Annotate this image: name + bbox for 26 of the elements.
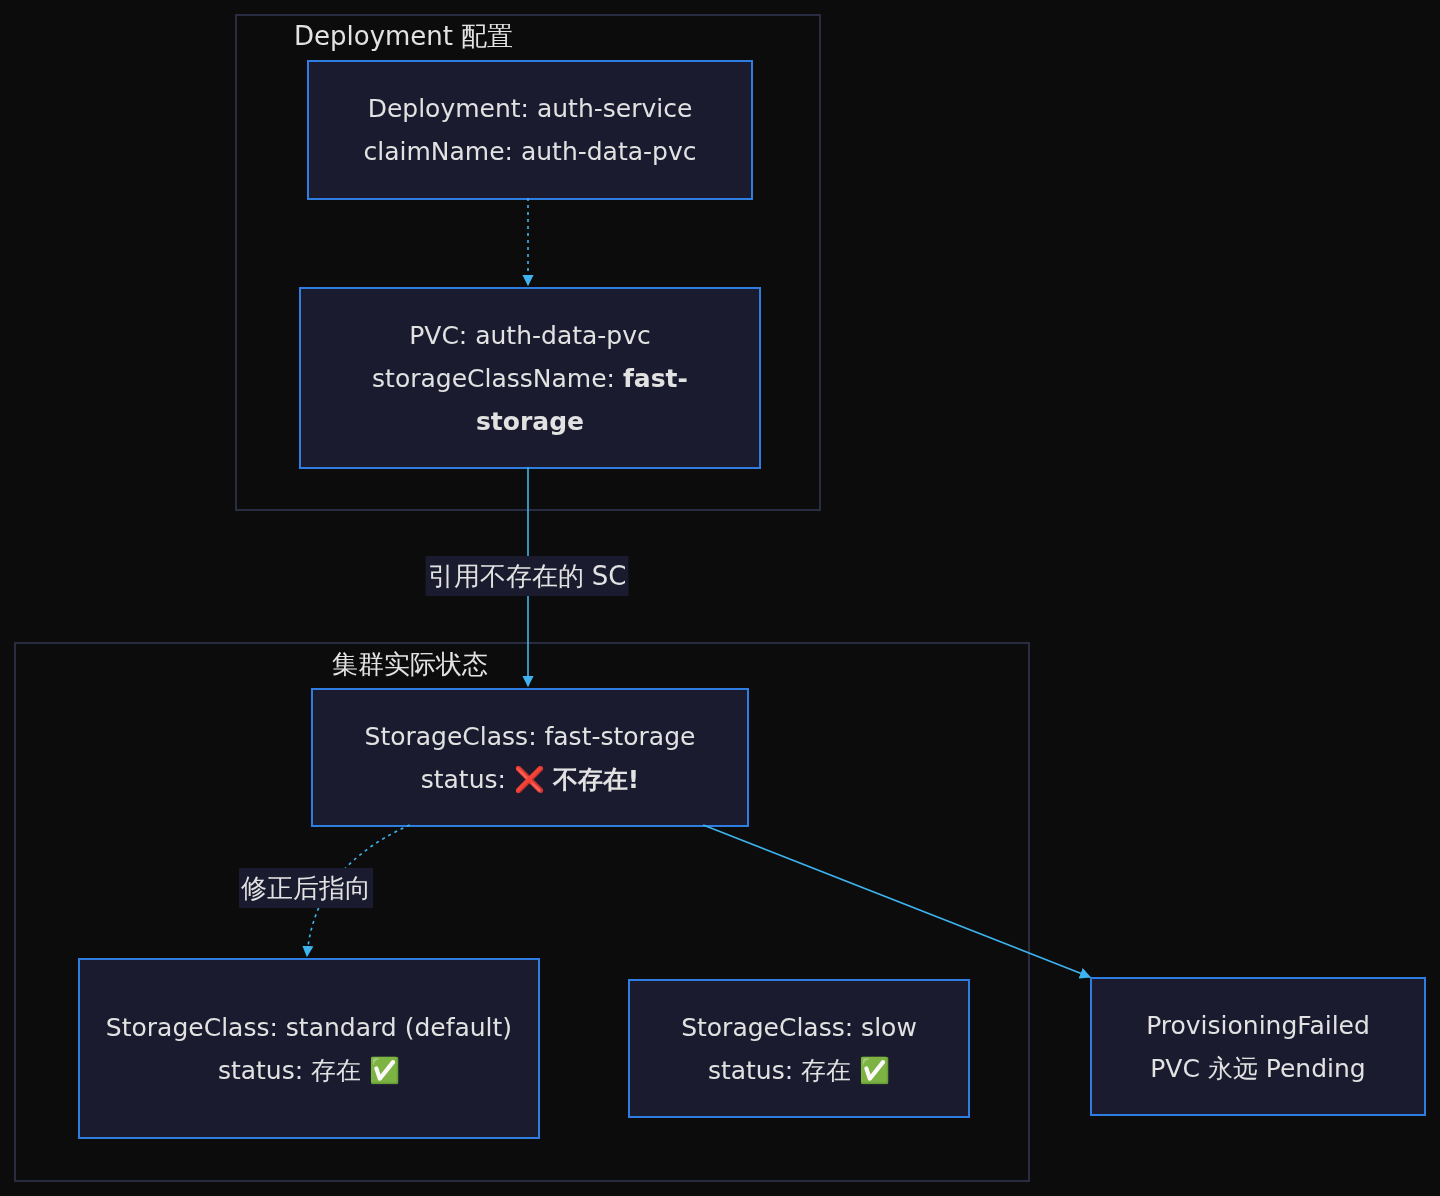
arrow [522,197,534,287]
box-text: storageClassName: fast-storage [371,362,689,438]
process-box [78,958,540,1139]
process-box [628,979,970,1118]
group-box [235,14,821,511]
arrow [702,824,1092,979]
edge-label: 修正后指向 [239,868,373,908]
process-box [307,60,753,200]
box-text: PVC 永远 Pending [1150,1052,1366,1085]
group-title: Deployment 配置 [294,20,514,53]
box-text: StorageClass: fast-storage [364,720,696,753]
box-text: ProvisioningFailed [1146,1009,1370,1042]
process-box [1090,977,1426,1116]
box-text: status: ❌ 不存在! [420,763,640,796]
group-box [14,642,1030,1182]
box-text: Deployment: auth-service [367,93,693,125]
process-box [311,688,749,827]
edge-label: 引用不存在的 SC [425,556,629,596]
process-box [299,287,761,469]
box-text: StorageClass: standard (default) [105,1011,513,1044]
box-text: status: 存在 ✅ [217,1054,401,1087]
box-text: claimName: auth-data-pvc [363,136,697,168]
box-text: StorageClass: slow [681,1011,917,1044]
box-text: PVC: auth-data-pvc [409,319,651,352]
box-text: status: 存在 ✅ [707,1054,891,1087]
group-title: 集群实际状态 [332,648,488,681]
